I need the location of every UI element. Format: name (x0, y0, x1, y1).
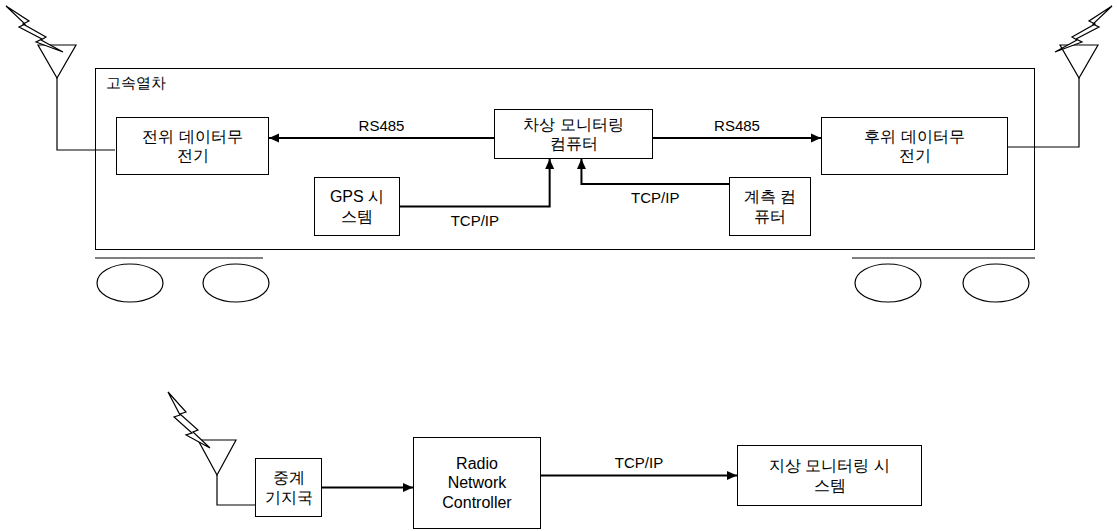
ground-monitor-box: 지상 모니터링 시스템 (737, 445, 922, 506)
wheel-symbols (95, 258, 1035, 302)
box-label: 후위 데이터무전기 (860, 127, 970, 165)
radio-wave-symbol (1055, 6, 1112, 52)
box-label: 전위 데이터무전기 (138, 127, 248, 165)
axle-line (95, 257, 263, 258)
box-label: 지상 모니터링 시스템 (765, 456, 895, 494)
axle-line (852, 257, 1035, 258)
base-station-box: 중계 기지국 (255, 458, 322, 517)
edge-label: RS485 (712, 117, 762, 134)
connector-arrow (653, 137, 821, 139)
gps-box: GPS 시스템 (314, 177, 400, 236)
wheel (855, 264, 921, 302)
connector-arrow (581, 159, 729, 184)
connector-arrow (400, 159, 550, 207)
box-label: 차상 모니터링 컴퓨터 (514, 115, 634, 153)
rnc-box: Radio Network Controller (413, 437, 541, 529)
antenna-wire (1008, 78, 1079, 147)
connector-arrow (269, 137, 494, 139)
box-label: Radio Network Controller (427, 454, 527, 512)
connector-arrow (322, 487, 413, 489)
radio-modem-box: 후위 데이터무전기 (821, 117, 1008, 175)
wheel (203, 264, 269, 302)
radio-wave-symbol (6, 6, 63, 52)
wheel (97, 264, 163, 302)
measurement-computer-box: 계측 컴퓨터 (729, 177, 811, 236)
connector-arrow (541, 475, 737, 477)
group-title: 고속열차 (106, 74, 166, 92)
edge-label: RS485 (357, 117, 407, 134)
antenna-symbol (1060, 45, 1098, 78)
train-box: 고속열차전위 데이터무전기 차상 모니터링 컴퓨터 후위 데이터무전기 GPS 시스템… (95, 68, 1035, 250)
radio-wave-symbol (168, 392, 210, 448)
onboard-computer-box: 차상 모니터링 컴퓨터 (494, 109, 653, 159)
wheel (963, 264, 1029, 302)
antenna-wire (217, 475, 255, 505)
edge-label: TCP/IP (629, 189, 681, 206)
box-label: 계측 컴퓨터 (740, 187, 800, 225)
edge-label: TCP/IP (613, 454, 665, 471)
antenna-symbols (6, 6, 1112, 505)
box-label: GPS 시스템 (327, 187, 387, 225)
edge-label: TCP/IP (449, 212, 501, 229)
radio-modem-box: 전위 데이터무전기 (116, 117, 269, 175)
box-label: 중계 기지국 (264, 468, 314, 506)
